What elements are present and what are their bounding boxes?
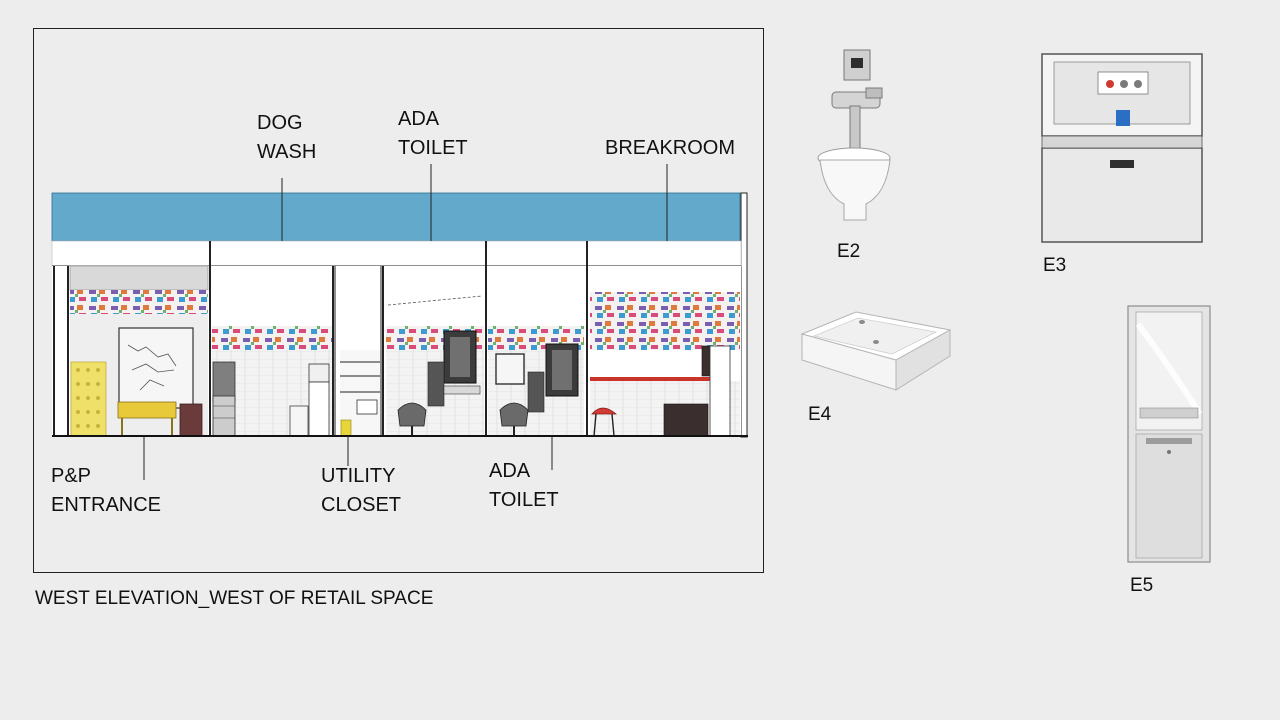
west-elevation-drawing — [51, 164, 748, 480]
soffit-band — [51, 192, 741, 242]
label-e4: E4 — [808, 404, 832, 425]
label-dog-wash: DOG WASH — [257, 112, 317, 163]
upper-cabinet — [701, 345, 711, 377]
label-e2: E2 — [837, 241, 861, 262]
shelving-unit — [212, 395, 236, 437]
entrance-header — [69, 265, 209, 291]
utility-sink — [356, 399, 378, 415]
salon-chair-2 — [499, 402, 529, 427]
label-e3: E3 — [1043, 255, 1067, 276]
accent-stripe — [590, 377, 710, 381]
map-board — [118, 327, 194, 409]
dryer — [308, 381, 330, 437]
base-cabinet — [663, 403, 709, 437]
mop-bucket — [340, 419, 352, 437]
poster — [495, 353, 525, 385]
vessel-sink-image — [800, 311, 952, 391]
luggage — [179, 403, 203, 437]
label-ada-toilet-top: ADA TOILET — [398, 108, 468, 159]
baby-changing-station-image — [1041, 53, 1203, 243]
end-wall — [740, 192, 748, 438]
microwave — [308, 363, 330, 383]
vanity-1 — [427, 361, 445, 407]
elevation-caption: WEST ELEVATION_WEST OF RETAIL SPACE — [35, 588, 434, 609]
label-ada-toilet-bottom: ADA TOILET — [489, 460, 559, 511]
toilet-image — [817, 49, 891, 221]
elevation-frame — [33, 28, 764, 573]
washing-machine — [289, 405, 309, 437]
label-utility-closet: UTILITY CLOSET — [321, 465, 402, 516]
bench — [117, 401, 177, 419]
red-chair — [591, 407, 618, 415]
towel-dispenser-image — [1127, 305, 1211, 563]
label-pp-entrance: P&P ENTRANCE — [51, 465, 162, 516]
label-breakroom: BREAKROOM — [605, 137, 736, 159]
tall-cabinet — [709, 345, 731, 437]
label-e5: E5 — [1130, 575, 1154, 596]
vanity-2 — [527, 371, 545, 413]
salon-chair-1 — [397, 402, 427, 427]
